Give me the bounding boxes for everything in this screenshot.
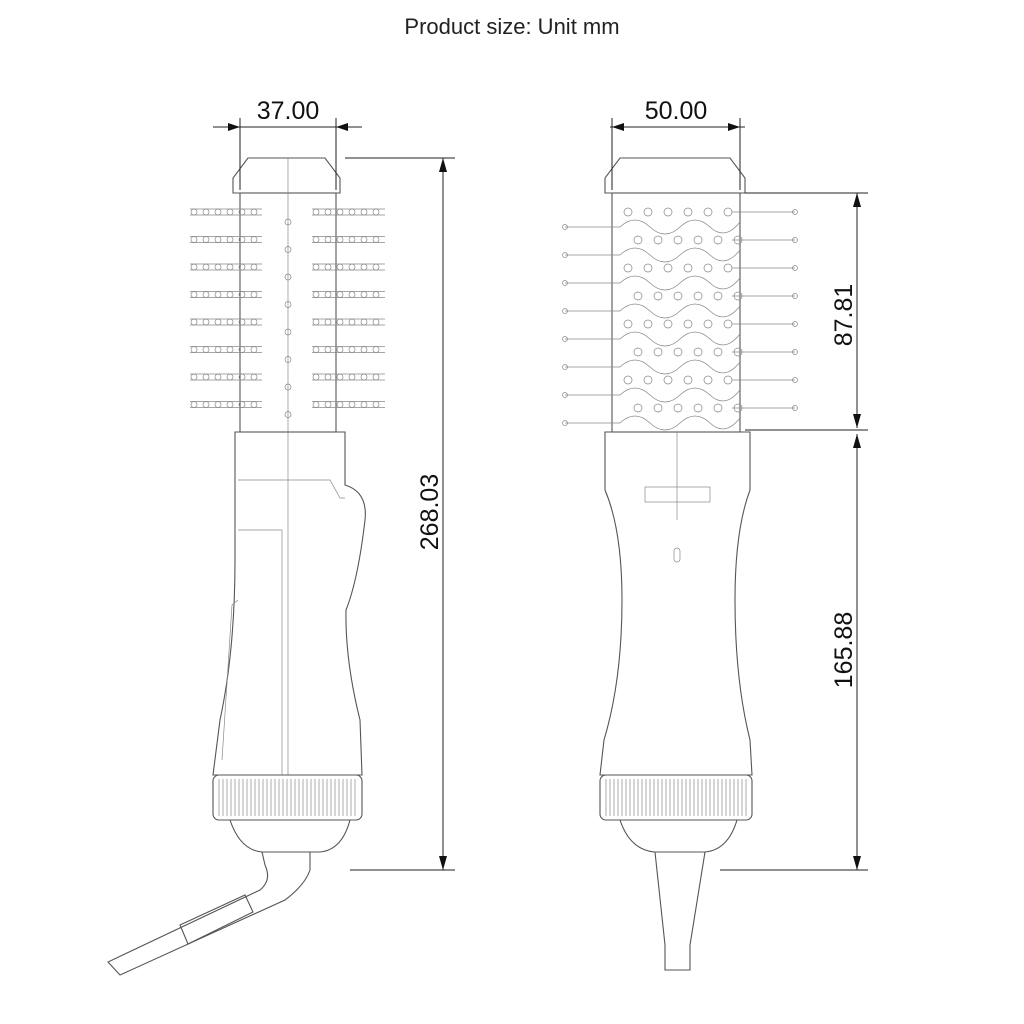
- front-handle: [599, 431, 753, 776]
- front-view: [562, 157, 798, 971]
- bristle-row: [562, 347, 798, 375]
- total-length-label: 268.03: [416, 474, 444, 550]
- bristle-row: [562, 291, 798, 319]
- side-base: [229, 819, 351, 853]
- side-bristles: [190, 208, 385, 418]
- bristle-row: [190, 208, 385, 226]
- bristle-row: [190, 236, 385, 253]
- front-barrel: [611, 192, 741, 433]
- bristle-row: [562, 375, 798, 403]
- front-cord: [654, 851, 706, 971]
- side-cap: [232, 157, 341, 194]
- side-width-label: 37.00: [257, 97, 320, 125]
- front-base: [619, 819, 738, 853]
- bristle-row: [190, 346, 385, 363]
- front-ring: [599, 774, 753, 821]
- diagram-title: Product size: Unit mm: [404, 14, 620, 39]
- bristle-row: [190, 318, 385, 336]
- side-ring: [212, 774, 363, 821]
- bristle-row: [562, 235, 798, 263]
- side-view: [107, 157, 385, 976]
- bristle-row: [562, 403, 798, 431]
- side-handle: [212, 431, 366, 776]
- bristle-row: [562, 319, 798, 347]
- bristle-row: [190, 263, 385, 281]
- front-width-label: 50.00: [645, 97, 708, 125]
- bristle-row: [562, 207, 798, 235]
- dimension-lines: [213, 118, 868, 871]
- bristle-row: [190, 373, 385, 391]
- brush-length-label: 87.81: [830, 284, 858, 347]
- bristle-row: [190, 291, 385, 308]
- bristle-row: [190, 401, 385, 418]
- bristle-row: [562, 263, 798, 291]
- front-bristles: [562, 207, 798, 431]
- front-cap: [604, 157, 746, 194]
- side-cord: [107, 851, 311, 976]
- handle-length-label: 165.88: [830, 612, 858, 688]
